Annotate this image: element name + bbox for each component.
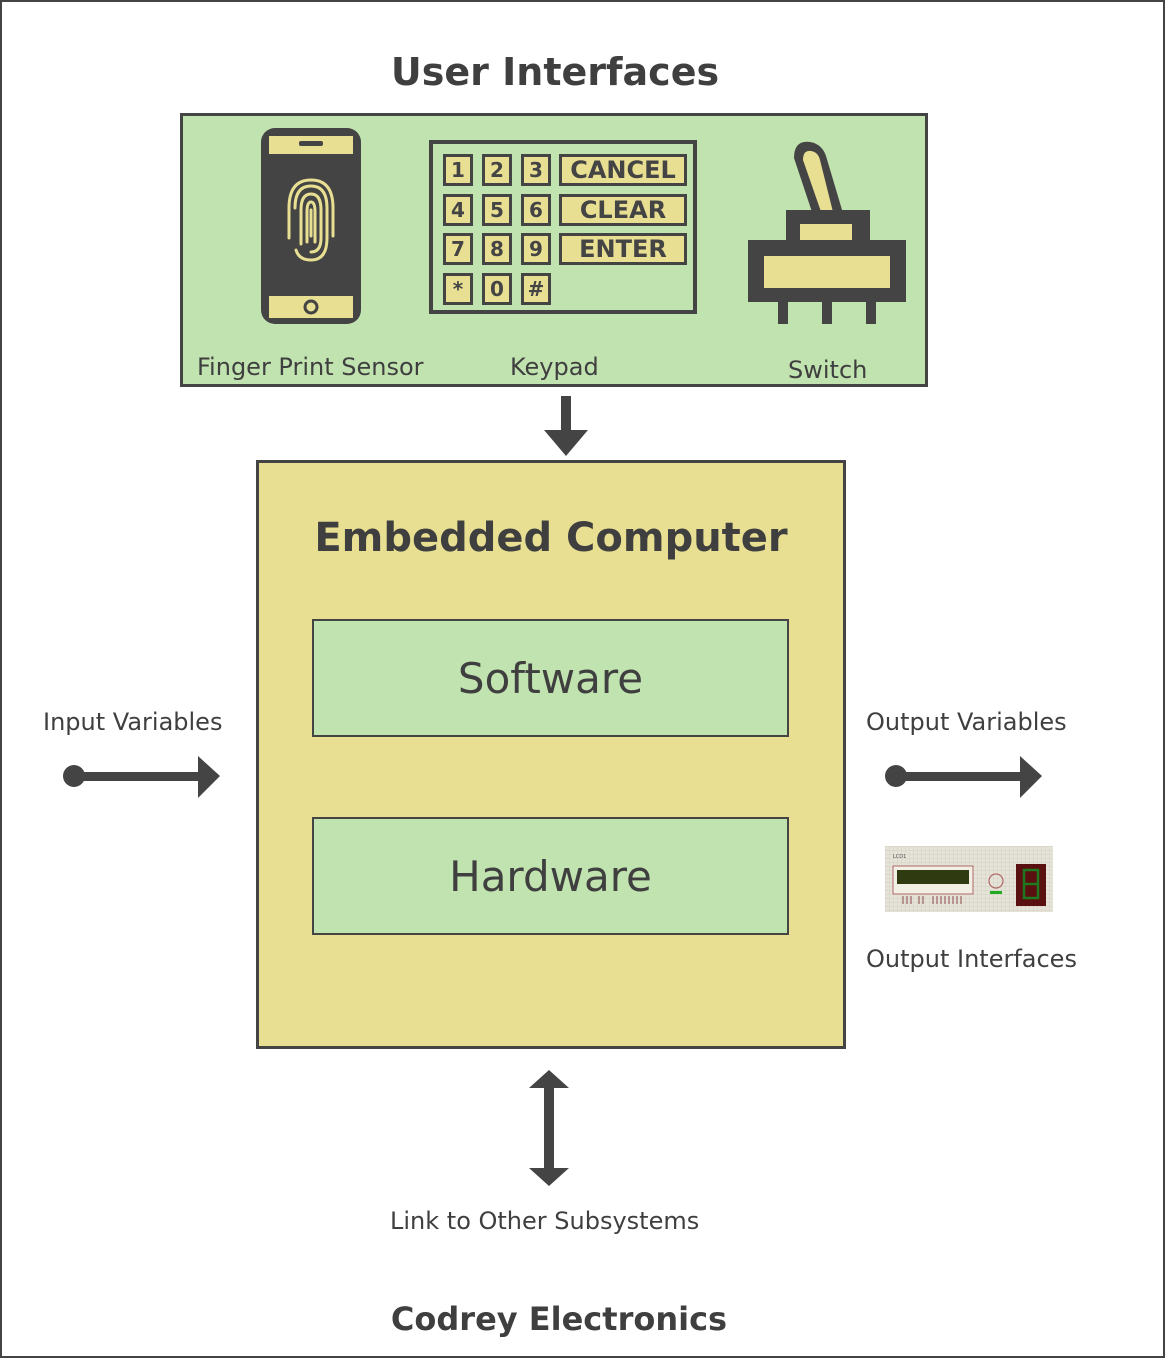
lcd-and-seven-segment-icon: LCD1 [885,846,1053,912]
hardware-box: Hardware [312,817,789,935]
embedded-computer-title: Embedded Computer [314,515,788,561]
key-hash: # [521,273,551,305]
key-2: 2 [482,154,512,186]
bidirectional-arrow-icon [529,1070,569,1186]
key-1: 1 [443,154,473,186]
key-8: 8 [482,233,512,265]
key-enter: ENTER [559,233,687,265]
key-4: 4 [443,194,473,226]
output-arrow-icon [885,756,1042,798]
key-6: 6 [521,194,551,226]
keypad-label: Keypad [510,353,599,381]
switch-label: Switch [788,356,868,384]
fingerprint-phone-icon [261,128,361,324]
input-variables-label: Input Variables [43,708,223,736]
footer-brand: Codrey Electronics [390,1300,728,1338]
key-clear: CLEAR [559,194,687,226]
input-arrow-icon [63,756,220,798]
software-box: Software [312,619,789,737]
key-7: 7 [443,233,473,265]
key-0: 0 [482,273,512,305]
key-3: 3 [521,154,551,186]
output-interfaces-label: Output Interfaces [866,945,1077,973]
user-interfaces-title: User Interfaces [390,50,720,94]
svg-text:LCD1: LCD1 [893,854,906,860]
key-5: 5 [482,194,512,226]
finger-print-sensor-label: Finger Print Sensor [197,353,424,381]
output-variables-label: Output Variables [866,708,1067,736]
key-cancel: CANCEL [559,154,687,186]
keypad: 1 2 3 4 5 6 7 8 9 * 0 # CANCEL CLEAR ENT… [429,140,697,314]
key-star: * [443,273,473,305]
key-9: 9 [521,233,551,265]
down-arrow-icon [544,396,588,456]
embedded-computer-box [256,460,846,1049]
toggle-switch-icon [748,141,906,324]
link-subsystems-label: Link to Other Subsystems [390,1207,700,1235]
